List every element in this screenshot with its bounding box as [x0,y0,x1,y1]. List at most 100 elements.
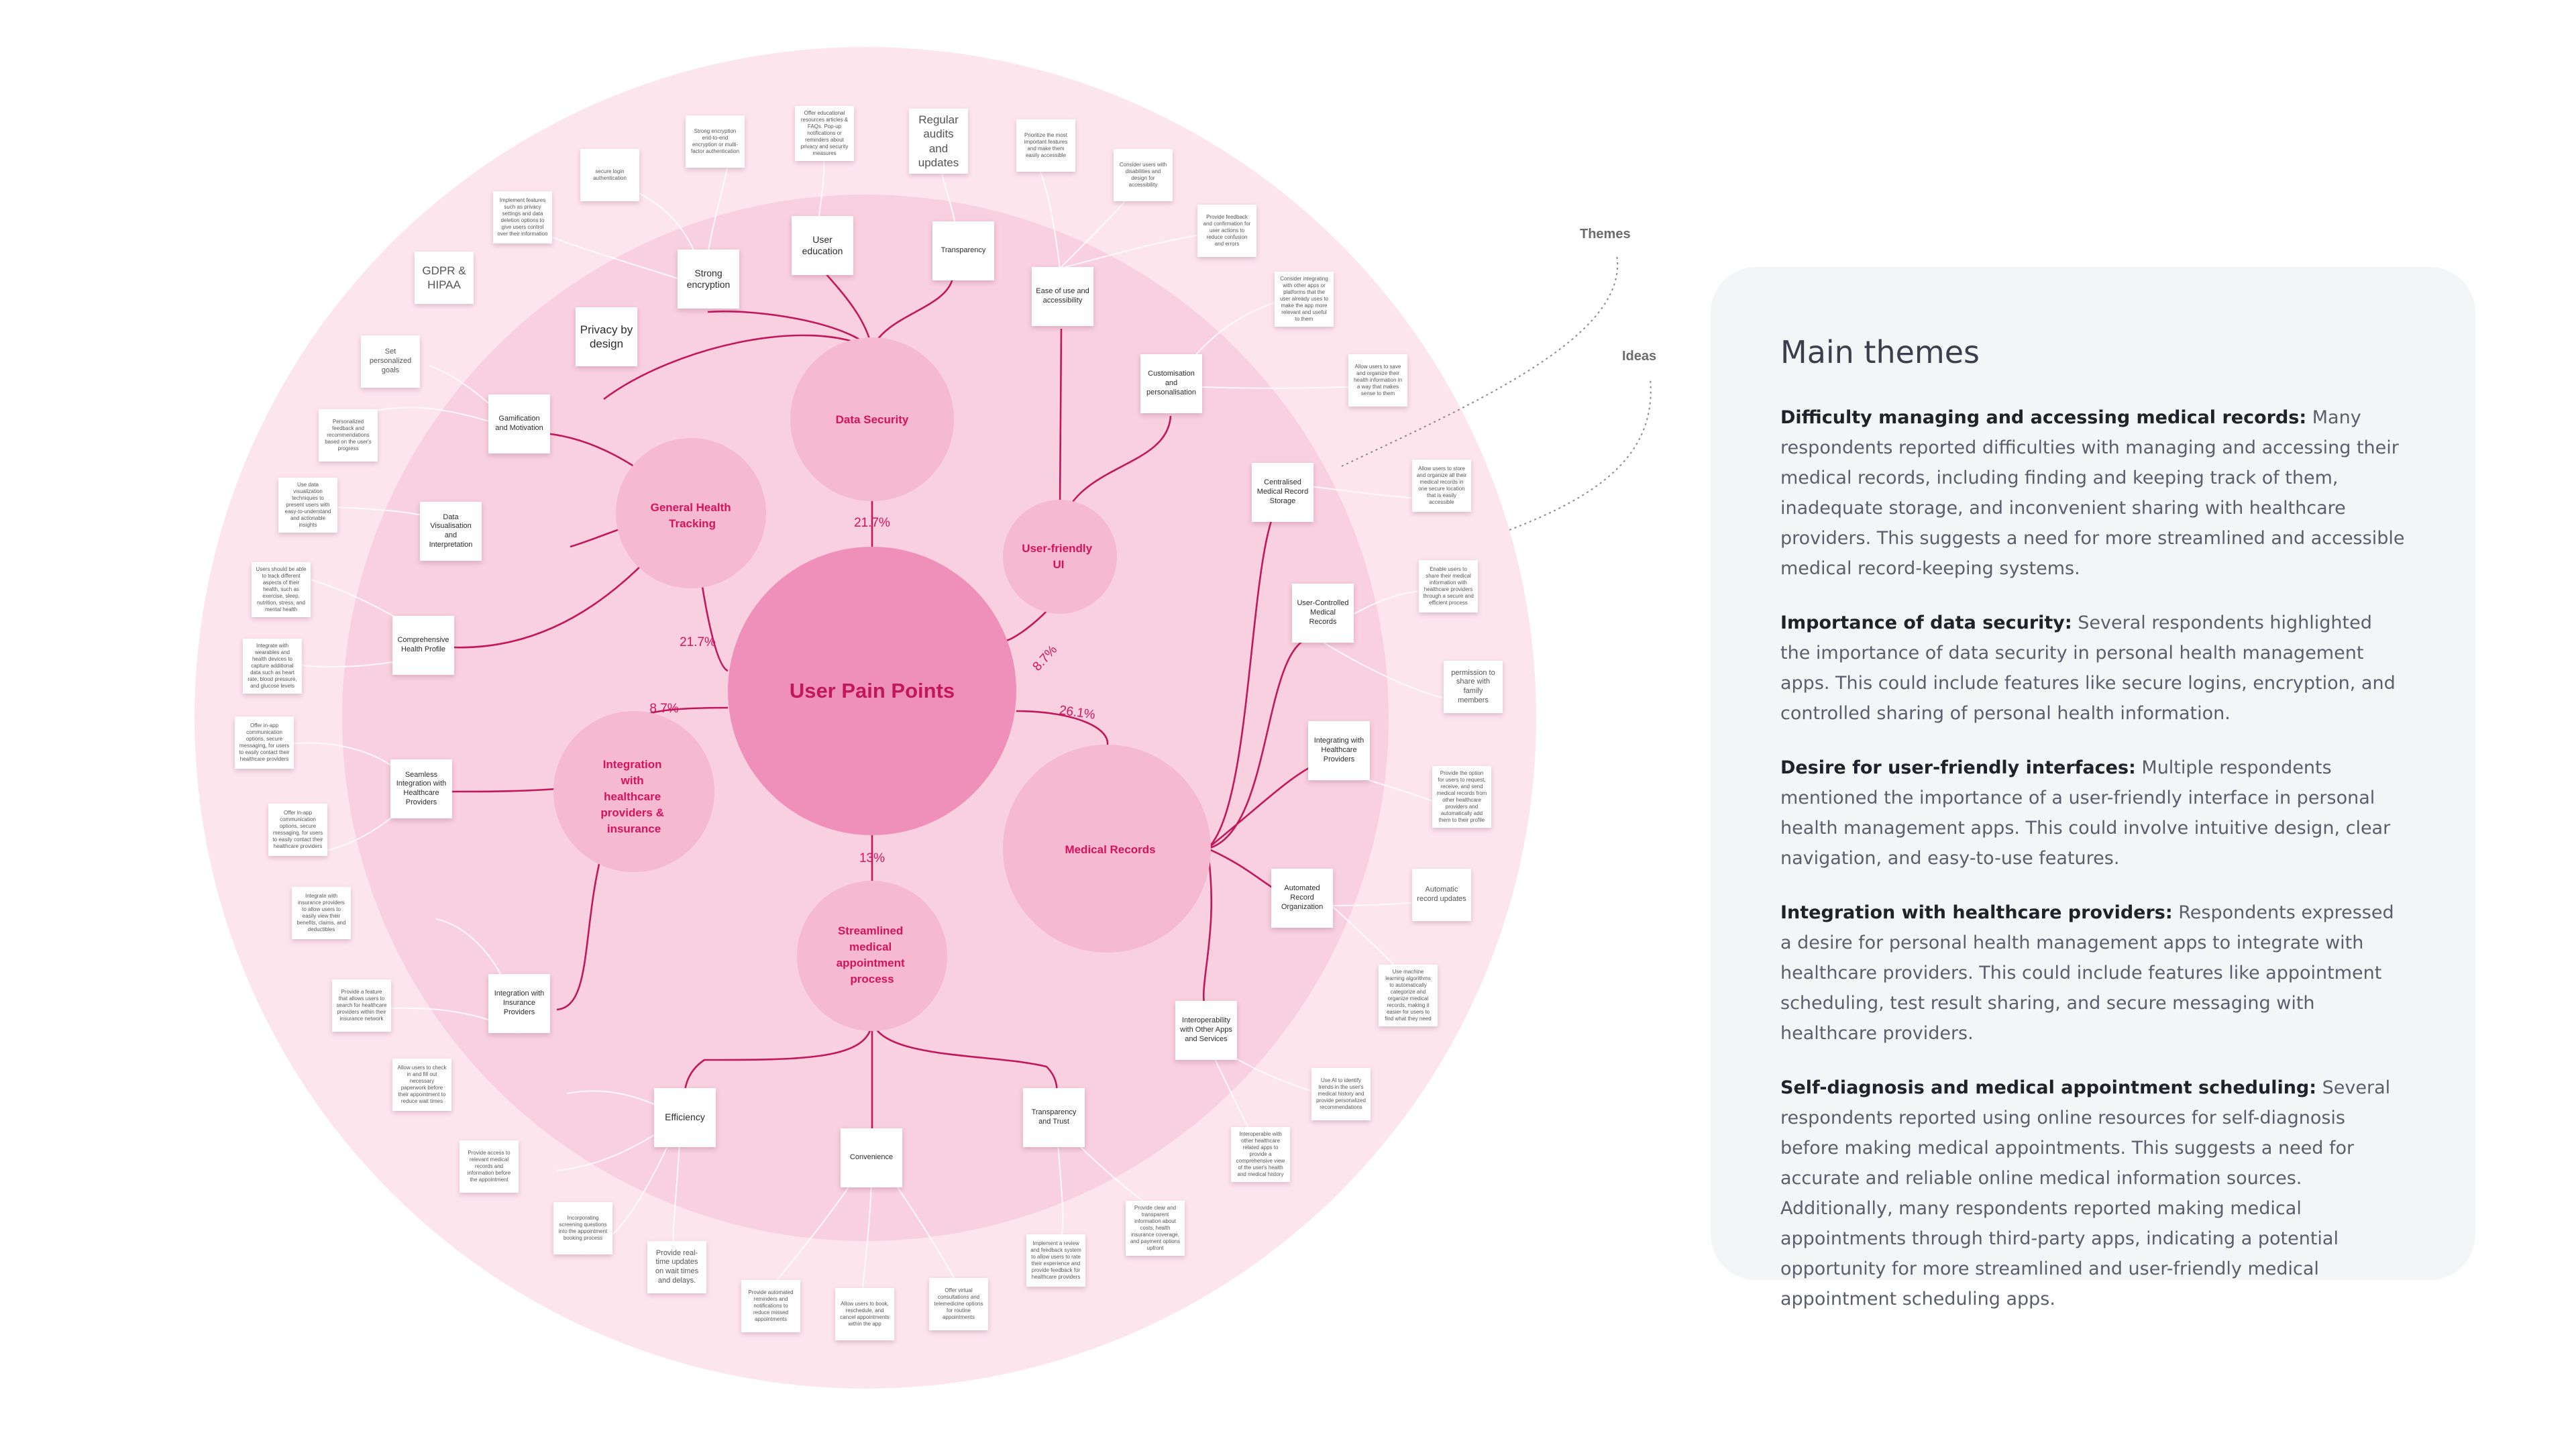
theme-note[interactable]: Efficiency [654,1088,716,1147]
idea-note[interactable]: Provide a feature that allows users to s… [332,979,391,1032]
idea-note[interactable]: Provide clear and transparent informatio… [1126,1201,1185,1256]
idea-note[interactable]: Allow users to check in and fill out nec… [392,1059,451,1111]
cluster-label-line: Streamlined [838,924,903,937]
panel-title: Main themes [1780,334,1980,370]
paragraph-heading: Importance of data security: [1780,612,2072,633]
idea-note[interactable]: Allow users to book, reschedule, and can… [835,1288,894,1340]
idea-note[interactable]: Strong encryption end-to-end encryption … [686,115,745,168]
idea-note[interactable]: GDPR & HIPAA [415,252,474,304]
theme-connector [1207,636,1316,850]
theme-note[interactable]: Ease of use and accessibility [1032,267,1093,326]
idea-note[interactable]: Prioritize the most important features a… [1016,119,1075,172]
idea-note[interactable]: Offer in-app communication options, secu… [235,716,294,769]
theme-connector [1207,499,1282,849]
cluster-label-line: insurance [607,822,661,835]
idea-note[interactable]: Implement features such as privacy setti… [493,191,552,244]
cluster-label-line: Tracking [669,517,716,530]
idea-note[interactable]: Personalized feedback and recommendation… [319,409,378,462]
paragraph-body: Several respondents reported using onlin… [1780,1077,2391,1309]
idea-note[interactable]: Offer virtual consultations and telemedi… [929,1278,988,1330]
cluster-label-line: providers & [600,806,663,819]
theme-note[interactable]: Transparency and Trust [1023,1088,1085,1147]
idea-note[interactable]: Interoperable with other healthcare rela… [1231,1127,1290,1182]
theme-note[interactable]: Gamification and Motivation [488,394,550,453]
idea-note[interactable]: Enable users to share their medical info… [1419,560,1478,612]
theme-note[interactable]: Privacy by design [576,307,637,366]
idea-note[interactable]: Offer educational resources articles & F… [795,106,854,161]
percent-general-health: 21.7% [680,635,716,649]
idea-note[interactable]: Provide automated reminders and notifica… [741,1280,800,1332]
idea-note[interactable]: Integrate with wearables and health devi… [243,639,302,694]
idea-note[interactable]: Consider integrating with other apps or … [1275,272,1334,327]
idea-note[interactable]: Provide feedback and confirmation for us… [1197,205,1256,257]
theme-note[interactable]: Customisation and personalisation [1140,354,1202,413]
idea-note[interactable]: Provide access to relevant medical recor… [460,1140,519,1193]
theme-connector [871,1019,1058,1101]
theme-note[interactable]: Integrating with Healthcare Providers [1308,721,1370,780]
cluster-spoke [1016,710,1109,749]
paragraph-body: Many respondents reported difficulties w… [1780,407,2405,579]
idea-note[interactable]: permission to share with family members [1444,661,1503,713]
cluster-bubble-integration[interactable] [553,711,714,872]
center-label: User Pain Points [790,679,955,702]
theme-paragraph: Desire for user-friendly interfaces: Mul… [1780,753,2406,873]
paragraph-body: Several respondents highlighted the impo… [1780,612,2396,724]
cluster-label-line: Integration [603,758,662,771]
cluster-label-line: healthcare [604,790,661,803]
idea-note[interactable]: Implement a review and feedback system t… [1026,1234,1085,1287]
theme-note[interactable]: Convenience [841,1128,902,1187]
idea-note[interactable]: Use data visualization techniques to pre… [278,478,337,533]
cluster-bubble-user-friendly-ui[interactable] [1003,500,1117,614]
cluster-label-line: process [850,973,894,985]
theme-note[interactable]: Automated Record Organization [1271,869,1333,928]
cluster-label-appointment: Streamlined medical appointment process [837,924,908,985]
paragraph-body: Multiple respondents mentioned the impor… [1780,757,2391,869]
theme-note[interactable]: User education [792,216,853,275]
idea-note[interactable]: Consider users with disabilities and des… [1114,149,1173,201]
theme-paragraph: Integration with healthcare providers: R… [1780,898,2406,1049]
theme-note[interactable]: Integration with Insurance Providers [488,974,550,1033]
idea-note[interactable]: Offer in-app communication options, secu… [268,804,327,856]
cluster-bubble-appointment[interactable] [797,881,947,1031]
cluster-bubble-general-health[interactable] [616,438,766,588]
ideas-legend-label: Ideas [1622,349,1657,364]
theme-note[interactable]: Strong encryption [678,250,739,309]
paragraph-heading: Integration with healthcare providers: [1780,902,2173,923]
cluster-label-line: with [621,774,644,787]
idea-note[interactable]: Users should be able to track different … [252,562,311,617]
theme-connector [603,334,873,400]
center-bubble[interactable] [728,547,1016,835]
cluster-label-integration: Integration with healthcare providers & … [600,758,667,835]
theme-paragraph: Self-diagnosis and medical appointment s… [1780,1073,2406,1314]
cluster-label-line: User-friendly [1022,542,1092,555]
paragraph-heading: Difficulty managing and accessing medica… [1780,407,2307,428]
idea-note[interactable]: Use AI to identify trends in the user's … [1311,1068,1371,1120]
paragraph-heading: Desire for user-friendly interfaces: [1780,757,2136,778]
theme-paragraph: Difficulty managing and accessing medica… [1780,402,2406,584]
idea-note[interactable]: Incorporating screening questions into t… [553,1202,612,1254]
idea-note[interactable]: Provide the option for users to request,… [1432,766,1491,828]
theme-note[interactable]: User-Controlled Medical Records [1292,584,1354,643]
theme-note[interactable]: Seamless Integration with Healthcare Pro… [390,759,452,818]
idea-note[interactable]: Provide real-time updates on wait times … [647,1241,706,1293]
theme-paragraph: Importance of data security: Several res… [1780,608,2406,729]
idea-note[interactable]: secure login authentication [580,149,639,201]
idea-connector [1314,637,1443,698]
cluster-bubble-medical-records[interactable] [1003,745,1211,953]
theme-note[interactable]: Centralised Medical Record Storage [1252,463,1313,522]
idea-note[interactable]: Set personalized goals [361,335,420,388]
theme-note[interactable]: Comprehensive Health Profile [392,616,454,675]
idea-note[interactable]: Regular audits and updates [909,109,968,174]
percent-appointment: 13% [859,851,885,865]
idea-note[interactable]: Use machine learning algorithms to autom… [1379,965,1438,1026]
cluster-label-line: General Health [651,501,731,514]
theme-note[interactable]: Interoperability with Other Apps and Ser… [1175,1001,1237,1060]
paragraph-heading: Self-diagnosis and medical appointment s… [1780,1077,2317,1098]
idea-note[interactable]: Allow users to save and organize their h… [1348,354,1407,407]
theme-note[interactable]: Transparency [932,221,994,280]
idea-note[interactable]: Integrate with insurance providers to al… [292,887,351,939]
idea-note[interactable]: Automatic record updates [1412,869,1471,921]
cluster-bubble-data-security[interactable] [790,337,954,501]
theme-note[interactable]: Data Visualisation and Interpretation [420,502,482,561]
idea-note[interactable]: Allow users to store and organize all th… [1412,460,1471,512]
